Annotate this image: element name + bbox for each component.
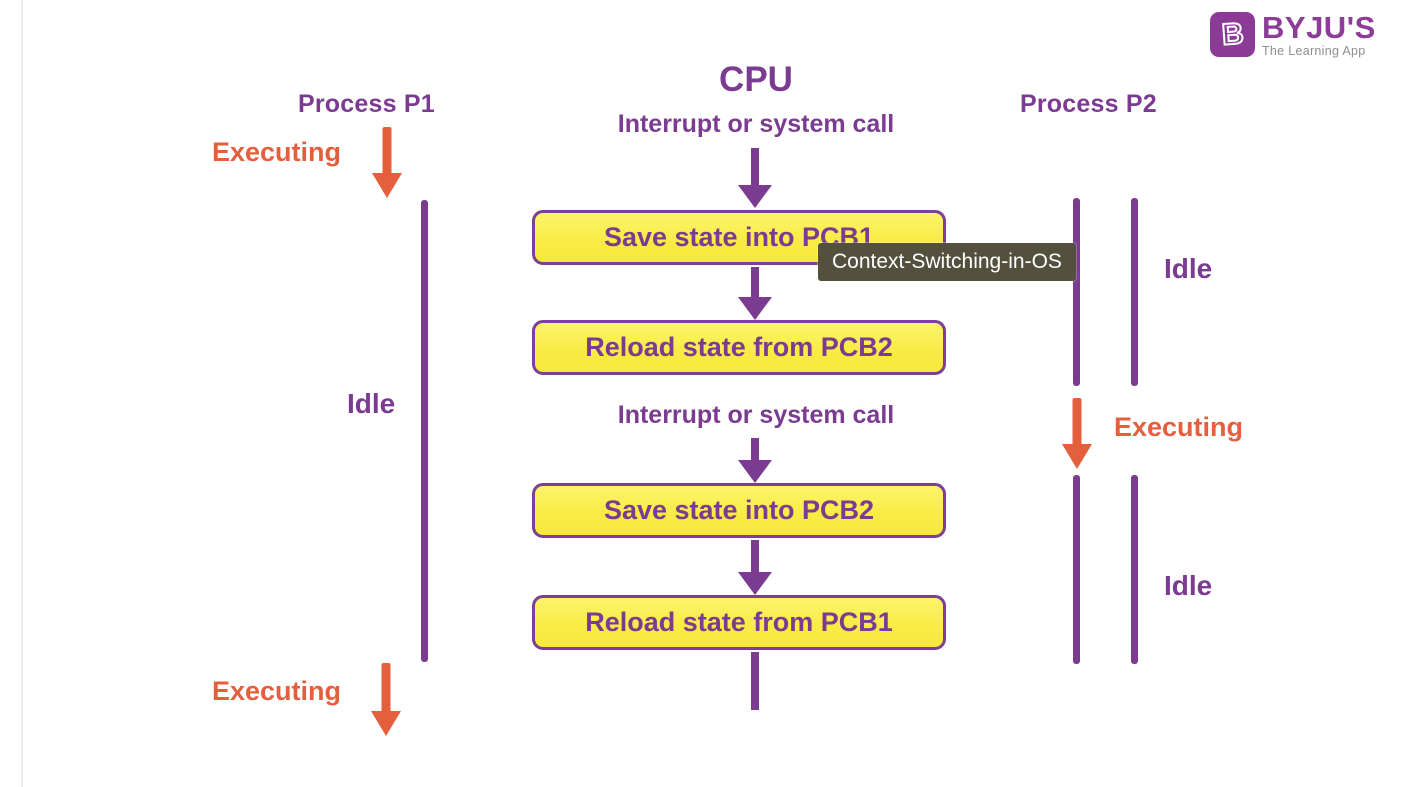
p1-executing-top-label: Executing [212,137,342,167]
cpu-title: CPU [719,60,793,99]
page-edge-divider [21,0,23,787]
p1-idle-label: Idle [347,388,396,419]
image-filename-tooltip: Context-Switching-in-OS [818,243,1076,281]
p2-timeline-left-upper [1073,198,1080,386]
byjus-logo-mark-icon: B [1210,12,1255,57]
step-label: Save state into PCB2 [603,495,875,525]
p2-executing-label: Executing [1114,412,1244,442]
process-p1-title: Process P1 [298,90,435,118]
p1-executing-top-arrow-icon [372,127,402,199]
p1-executing-bottom-arrow-icon [371,663,401,737]
logo-tagline-text: The Learning App [1262,44,1366,58]
p1-idle-timeline [421,200,428,662]
step-box-save-pcb2: Save state into PCB2 [532,483,946,538]
process-p2-title: Process P2 [1020,90,1157,118]
step-box-reload-pcb1: Reload state from PCB1 [532,595,946,650]
cpu-flow-arrow-3-icon [738,438,772,483]
step-label: Reload state from PCB1 [585,607,893,637]
cpu-flow-tail-line [751,652,759,710]
p2-idle-top-label: Idle [1164,253,1213,284]
logo-brand-text: BYJU'S [1262,10,1376,45]
step-box-save-pcb1: Save state into PCB1 [532,210,946,265]
interrupt-label-top: Interrupt or system call [617,110,895,138]
p2-idle-bottom-label: Idle [1164,570,1213,601]
step-label: Reload state from PCB2 [585,332,893,362]
cpu-flow-arrow-4-icon [738,540,772,595]
p2-timeline-left-lower [1073,475,1080,664]
step-box-reload-pcb2: Reload state from PCB2 [532,320,946,375]
p2-executing-arrow-icon [1062,398,1092,470]
logo-b-glyph: B [1219,16,1245,52]
p2-timeline-right-upper [1131,198,1138,386]
cpu-flow-arrow-2-icon [738,267,772,320]
tooltip-text: Context-Switching-in-OS [832,250,1062,273]
byjus-logo: B BYJU'S The Learning App [1210,12,1376,58]
p2-timeline-right-lower [1131,475,1138,664]
interrupt-label-mid: Interrupt or system call [617,401,895,429]
p1-executing-bottom-label: Executing [212,676,342,706]
cpu-flow-arrow-1-icon [738,148,772,208]
